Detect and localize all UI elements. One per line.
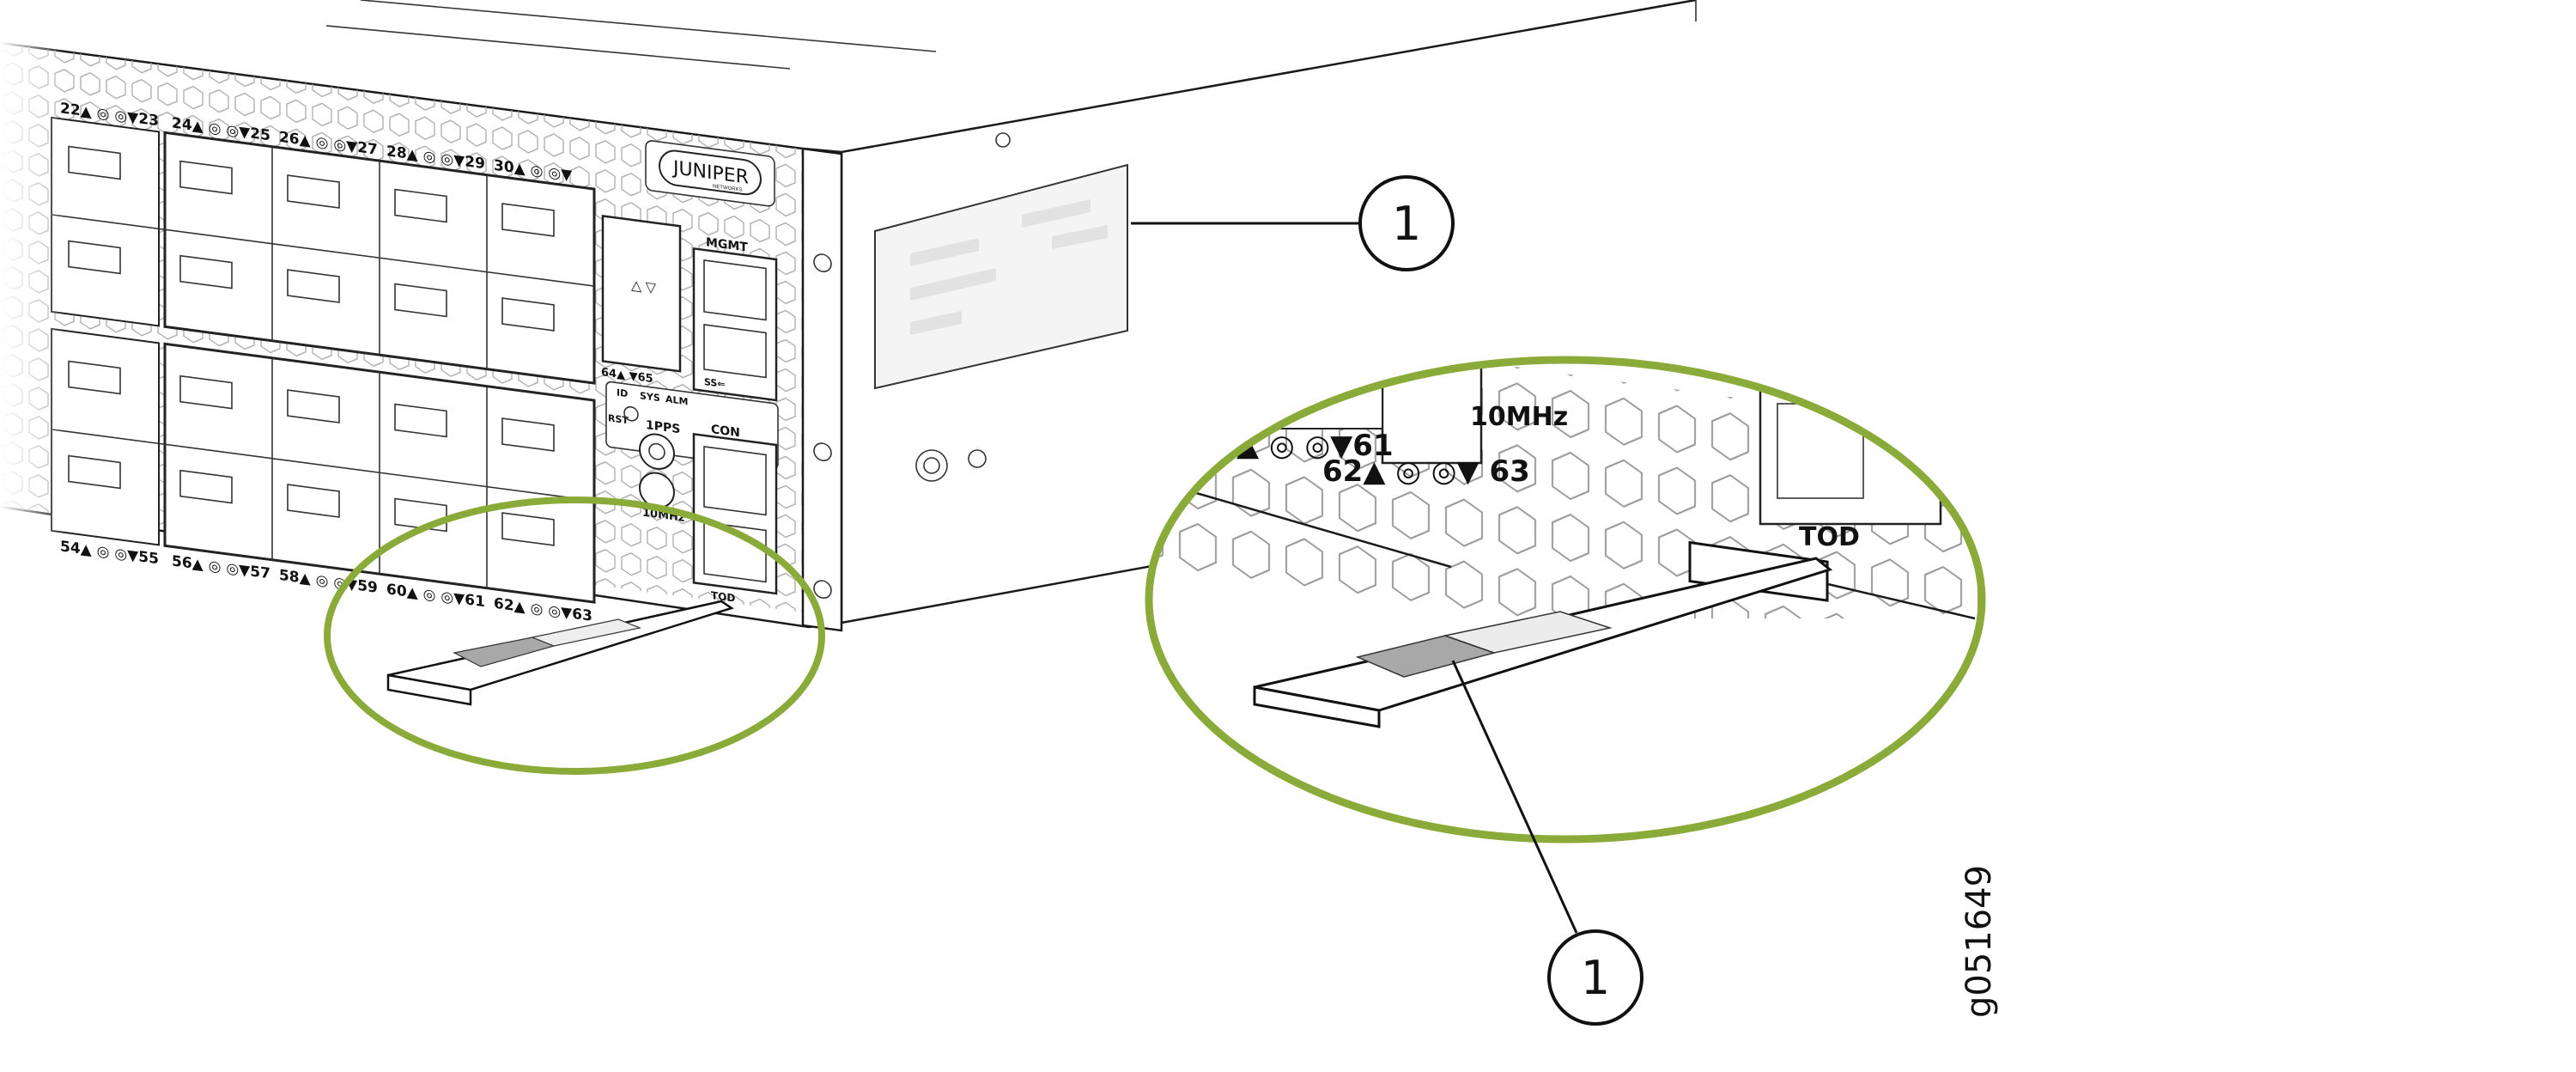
highlight-ellipse-small — [324, 496, 825, 775]
con-tod-ports — [692, 432, 778, 595]
reset-label: RST — [608, 412, 629, 426]
id-led-label: ID — [617, 387, 628, 400]
pps-label: 1PPS — [646, 418, 680, 436]
front-panel: 22▲ ◎ ◎▼23 24▲ ◎ ◎▼25 26▲ ◎ ◎▼27 28▲ ◎ ◎… — [0, 0, 843, 744]
reset-button[interactable] — [623, 405, 639, 422]
zoom-inset: ▲ ◎ ◎▼61 62▲ ◎ ◎▼ 63 10MHz TOD — [1149, 360, 1982, 839]
1pps-connector — [639, 433, 675, 470]
highlight-ellipse-large — [1145, 356, 1986, 844]
alm-led-label: ALM — [665, 393, 688, 407]
sfp-cage — [601, 215, 682, 373]
callout-circle-1 — [1358, 175, 1455, 271]
product-label — [874, 163, 1128, 390]
logo-subtext: NETWORKS — [713, 184, 743, 193]
figure-id: g051649 — [1959, 865, 1999, 1018]
callout-circle-2 — [1547, 929, 1643, 1026]
inset-port-62-label: 62▲ ◎ ◎▼ 63 — [1322, 454, 1530, 489]
sys-led-label: SYS — [640, 390, 660, 404]
con-label: CON — [711, 423, 740, 440]
mgmt-label: MGMT — [706, 235, 748, 254]
tod-label: TOD — [711, 589, 735, 605]
usb-label: SS⇐ — [704, 376, 726, 390]
callout-number-2: 1 — [1581, 951, 1610, 1005]
mgmt-port — [692, 247, 778, 402]
callout-number-1: 1 — [1392, 197, 1421, 251]
small-card — [386, 600, 734, 706]
juniper-logo — [659, 149, 762, 196]
inset-tod-label: TOD — [1799, 522, 1860, 552]
inset-card — [1253, 557, 1833, 728]
callout-leader-2 — [1451, 660, 1578, 934]
inset-10mhz-label: 10MHz — [1470, 402, 1568, 432]
svg-text:△ ▽: △ ▽ — [631, 277, 657, 296]
chassis — [0, 0, 1697, 629]
